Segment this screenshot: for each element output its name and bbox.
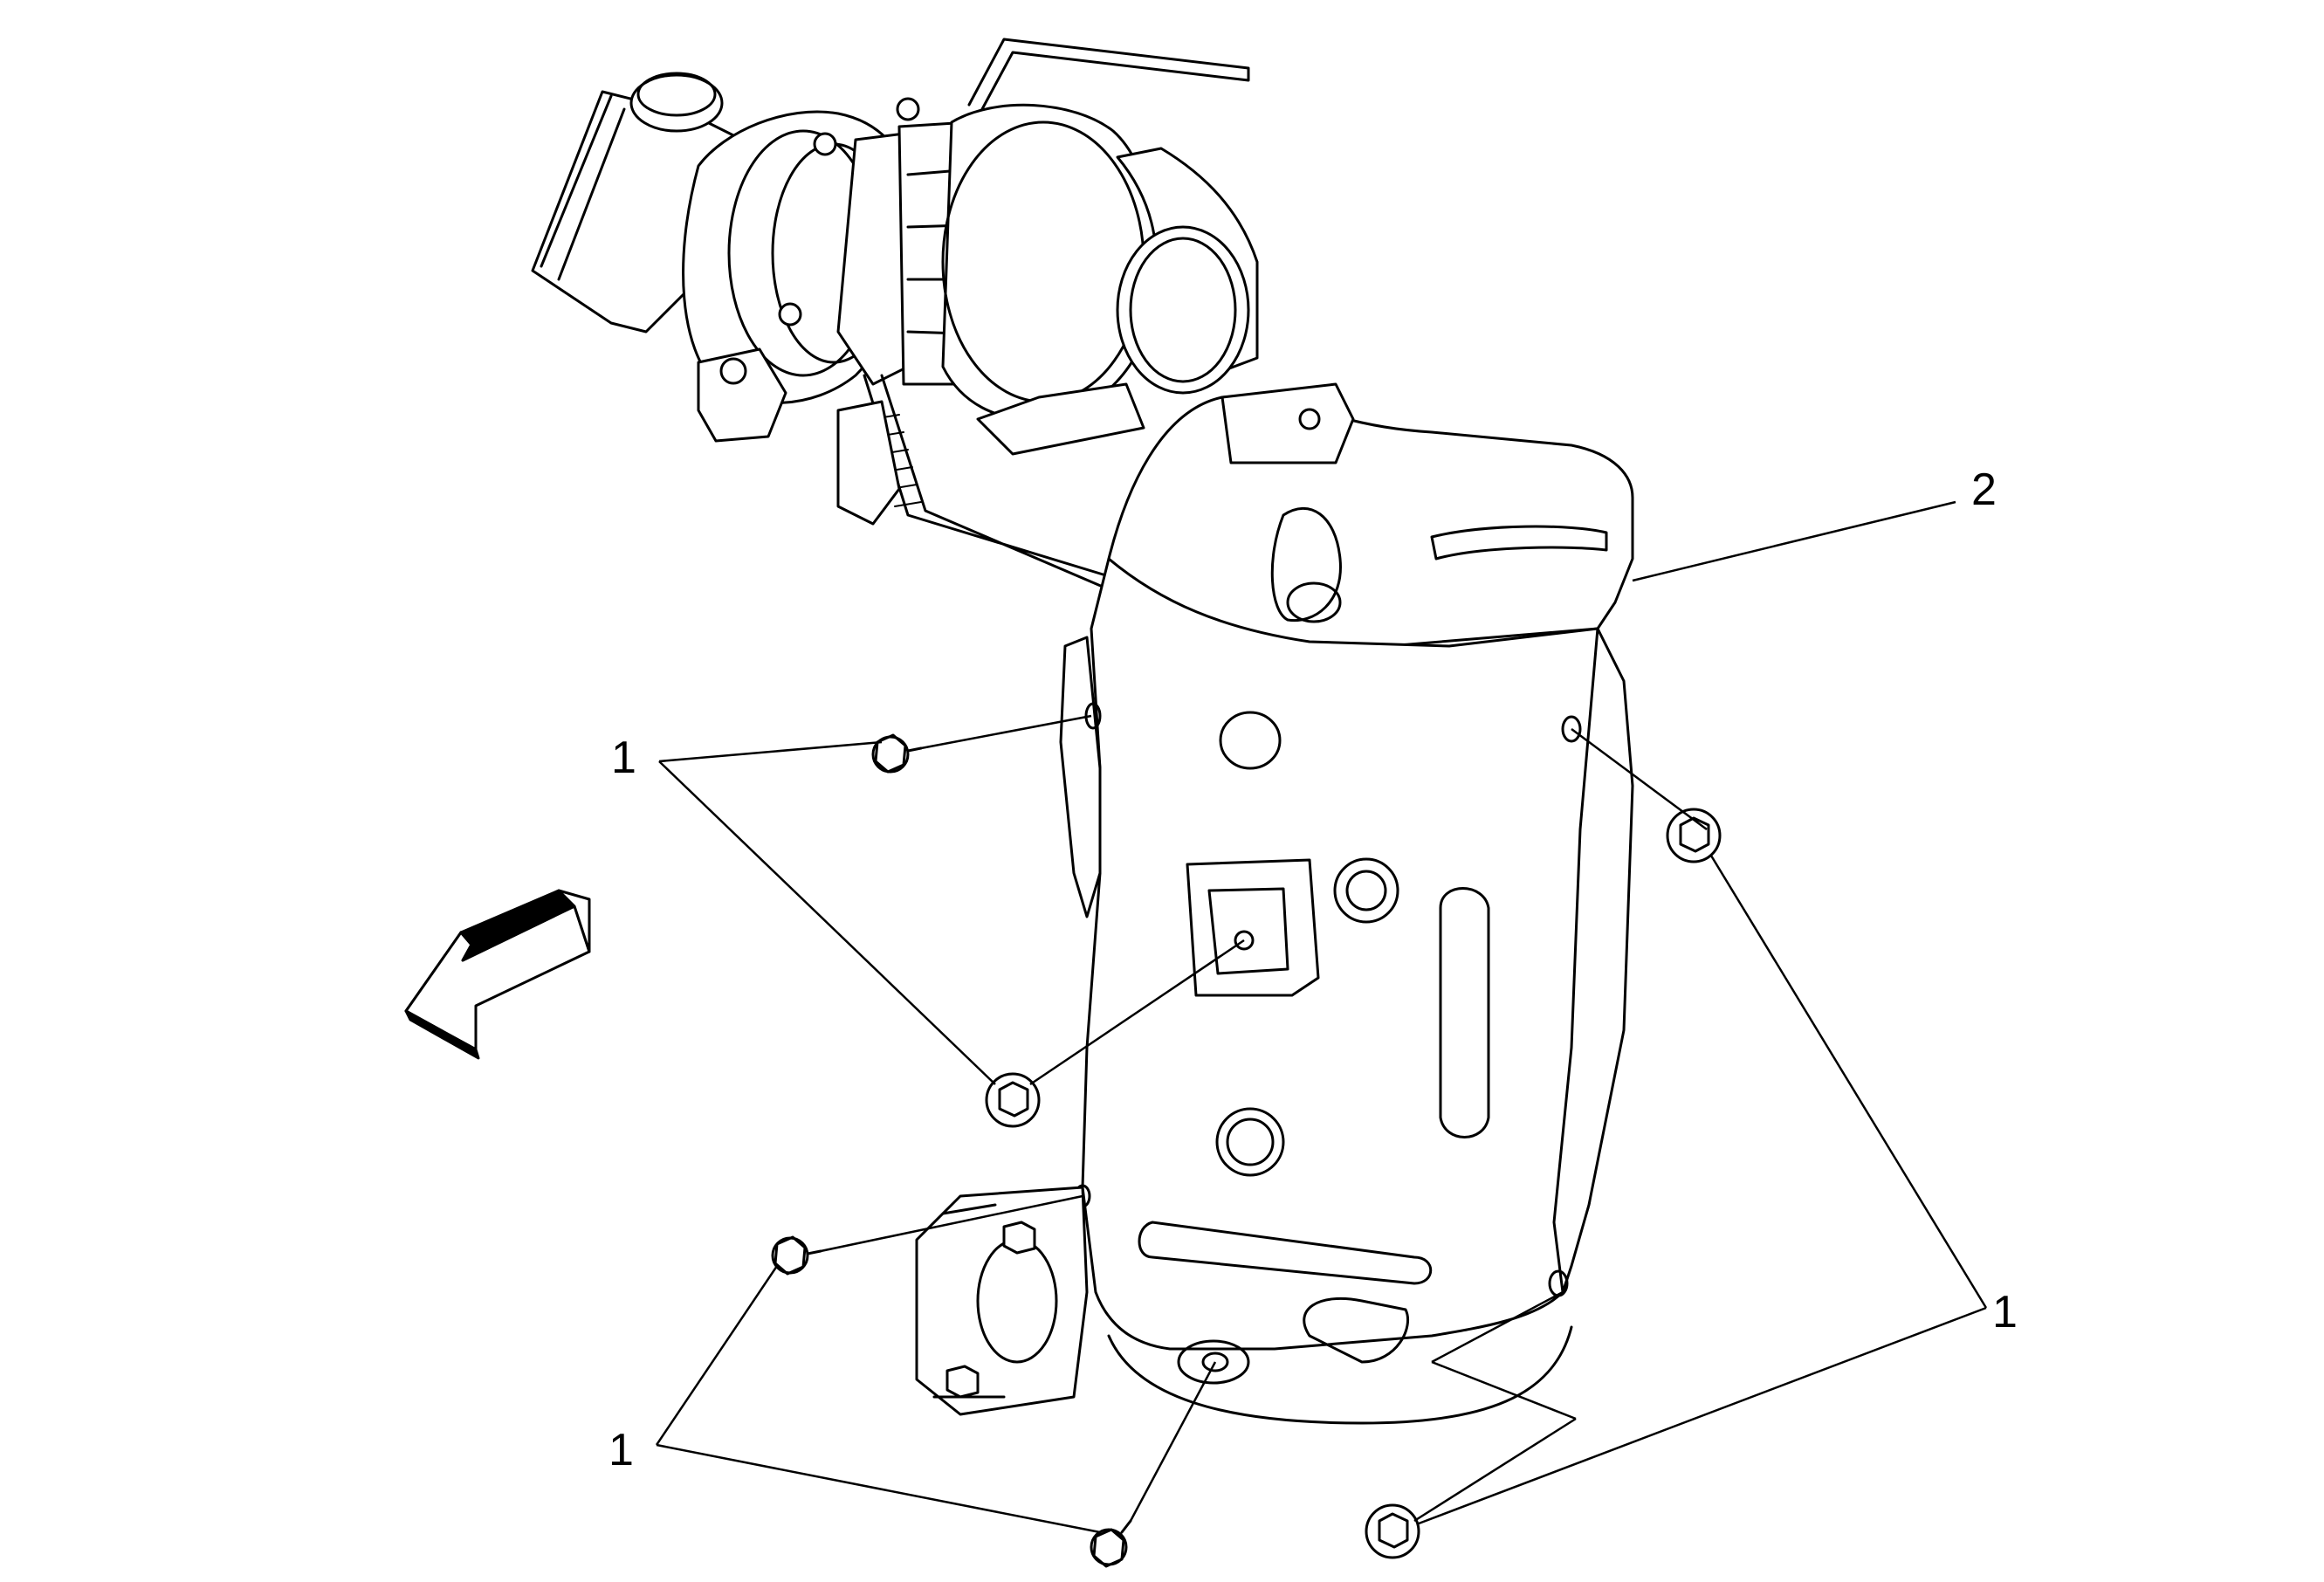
leader-1-lower-left [655,1194,1217,1534]
front-direction-arrow-icon [404,889,591,1060]
arrow-shadow [404,889,576,1060]
inlet-cap [629,73,724,133]
clamp-segments [906,169,966,335]
shield-boss-mid-inner [1345,870,1387,911]
exhaust-manifold-flange [915,1186,1089,1416]
lug-bolt-head [719,357,747,385]
manifold-flange-body [915,1186,1089,1416]
flex-coupling-front [1116,225,1250,395]
right-flange-hole-upper [1561,715,1582,743]
shield-lower-depression [1303,1297,1410,1364]
shield-boss-lower-inner [1226,1118,1275,1166]
center-bolt-3 [896,97,920,121]
shield-left-flange [1059,636,1102,918]
egr-bracket [836,400,901,526]
oil-feed-pipe [967,38,1250,111]
inlet-opening-ring [1286,581,1342,623]
shield-vertical-rib [1439,887,1490,1138]
shield-square-recess-inner [1207,887,1289,975]
shield-horizontal-rib [1138,1221,1433,1285]
shield-top-bolt [1298,408,1321,430]
shield-bottom-boss [1177,1339,1250,1385]
leader-1-upper-left [658,714,1245,1086]
leader-2 [1632,500,1956,582]
callout-1-lower-left: 1 [609,1425,634,1475]
shield-boss-lower [1215,1107,1285,1177]
manifold-stud-upper [1002,1221,1036,1255]
callout-labels: 1 2 1 1 [609,464,2018,1475]
shield-top-tab [1220,382,1355,464]
manifold-stud-lower [945,1365,980,1399]
callout-2-heat-shield: 2 [1971,464,1997,515]
bolt-bottom [1090,1519,1132,1568]
heat-shield-main [1081,557,1626,1351]
arrow-top-face [557,889,591,953]
shield-right-flange [1552,627,1634,1294]
exhaust-heat-shield [1059,382,1634,1425]
callout-1-right: 1 [1992,1287,2018,1338]
shield-boss-mid [1333,857,1399,924]
nut-bottom-right [1365,1503,1420,1559]
bolt-lower-left-upper [771,1235,822,1276]
shield-boss-upper [1219,711,1282,770]
nut-center [985,1072,1041,1128]
shield-bottom-lip [1107,1325,1573,1425]
nut-right-upper [1666,808,1722,863]
center-bolt-1 [813,132,837,156]
turbocharger-assembly [531,38,1259,591]
shield-fasteners [771,733,1722,1568]
shield-bottom-hole [1201,1352,1229,1372]
bolt-upper-left [871,733,923,774]
shield-rib-top [1430,525,1608,561]
inlet-duct-rim [540,94,626,281]
manifold-flange-lip [932,1203,1006,1399]
center-bolt-2 [778,302,802,327]
turbine-outlet-housing [941,103,1157,422]
outlet-bracket [976,382,1145,456]
callout-1-upper-left: 1 [611,733,636,783]
flex-coupling-inner [1129,237,1237,383]
leader-1-right [1413,727,1988,1525]
leader-lines [655,500,1988,1534]
shield-inlet-opening [1270,506,1342,622]
inlet-cap-top [636,72,717,117]
